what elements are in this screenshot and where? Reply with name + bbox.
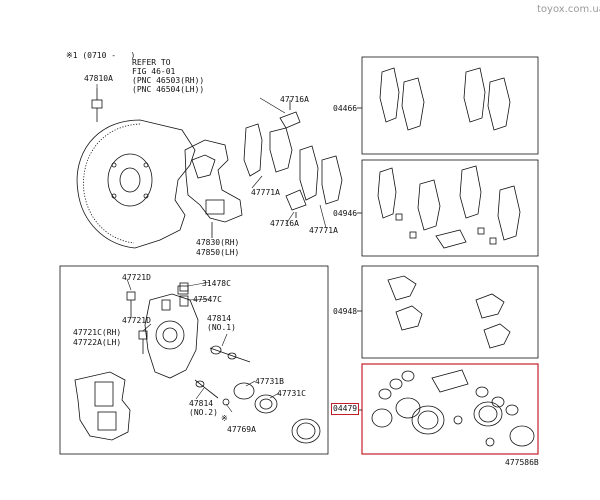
caliper-body-drawing [144, 285, 199, 379]
kit-04946-shims [377, 165, 521, 249]
slide-pin-no1-drawing [209, 345, 251, 363]
slide-pin-no2-drawing [194, 379, 230, 406]
kit-04466-pads [379, 67, 511, 131]
watermark: toyox.com.ua [537, 4, 600, 15]
label-47810A: 47810A [84, 74, 113, 83]
note-1: ※1 (0710 - ) [66, 51, 136, 60]
label-47771A-right: 47771A [309, 226, 338, 235]
label-47814-no1: 47814 (NO.1) [207, 314, 236, 332]
caliper-mount-drawing [74, 371, 131, 441]
kit-04946-frame [361, 159, 539, 257]
label-47731B: 47731B [255, 377, 284, 386]
label-47769A-mark: ※ [221, 414, 228, 423]
label-47547C: 47547C [193, 295, 222, 304]
label-47769A: 47769A [227, 425, 256, 434]
piston-seal-drawing [233, 382, 321, 444]
leader-lines [96, 84, 327, 413]
kit-04466-label[interactable]: 04466 [333, 104, 358, 113]
refer-note: REFER TO FIG 46-01 (PNC 46503(RH)) (PNC … [132, 58, 205, 94]
caliper-frame [59, 265, 329, 455]
kit-04466-frame [361, 56, 539, 155]
kit-04948-clips [387, 275, 511, 349]
kit-04479-label[interactable]: 04479 [331, 403, 360, 415]
torque-plate-drawing [184, 139, 243, 238]
label-47731C: 47731C [277, 389, 306, 398]
kit-04479-frame [361, 363, 539, 455]
label-47722A: 47722A(LH) [73, 338, 122, 347]
kit-04948-label[interactable]: 04948 [333, 307, 358, 316]
bleeder-drawing [179, 282, 189, 307]
kit-04479-seals [371, 369, 535, 447]
figure-id: 477586B [505, 458, 539, 467]
kit-04948-frame [361, 265, 539, 359]
label-47721D-top: 47721D [122, 273, 151, 282]
label-47721C: 47721C(RH) [73, 328, 122, 337]
label-47716A-bottom: 47716A [270, 219, 299, 228]
label-47771A-left: 47771A [251, 188, 280, 197]
label-47716A-top: 47716A [280, 95, 309, 104]
label-31478C: 31478C [202, 279, 231, 288]
label-47830: 47830(RH) [196, 238, 240, 247]
label-47721D-mid: 47721D [122, 316, 151, 325]
label-47850: 47850(LH) [196, 248, 240, 257]
dust-shield-drawing [76, 119, 196, 249]
kit-04946-label[interactable]: 04946 [333, 209, 358, 218]
bolt-47810A-drawing [91, 88, 103, 122]
label-47814-no2: 47814 (NO.2) [189, 399, 218, 417]
brake-pads-drawing [243, 100, 343, 218]
